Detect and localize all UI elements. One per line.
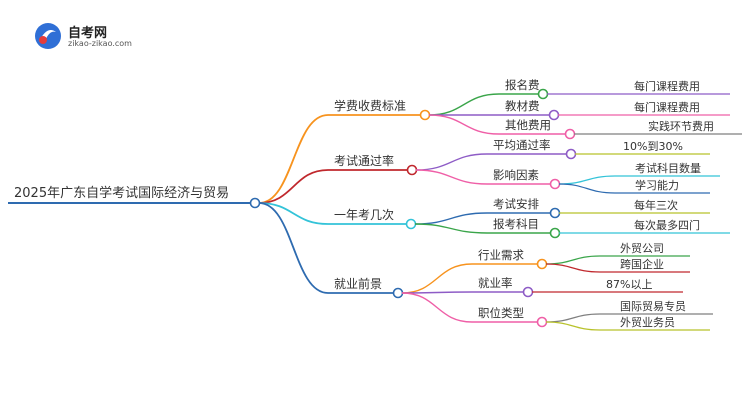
leaf-label: 每门课程费用 [634, 79, 700, 93]
leaf-label: 每次最多四门 [634, 218, 700, 232]
child-label: 行业需求 [478, 248, 524, 262]
branch-node [405, 218, 417, 230]
leaf-label: 跨国企业 [620, 257, 664, 271]
child-node [536, 258, 548, 270]
child-label: 教材费 [505, 99, 540, 113]
child-connector [428, 114, 500, 135]
leaf-label: 学习能力 [635, 178, 679, 192]
child-label: 报名费 [505, 78, 540, 92]
leaf-label: 考试科目数量 [635, 161, 701, 175]
child-connector [401, 263, 473, 294]
child-connector [401, 291, 473, 294]
child-node [536, 316, 548, 328]
branch-node [419, 109, 431, 121]
root-topic: 2025年广东自学考试国际经济与贸易 [14, 185, 229, 201]
child-label: 影响因素 [493, 168, 539, 182]
child-node [549, 207, 561, 219]
leaf-connector [545, 263, 601, 273]
child-connector [414, 223, 488, 234]
child-label: 就业率 [478, 276, 513, 290]
leaf-label: 每门课程费用 [634, 100, 700, 114]
brand-name: 自考网 [68, 26, 108, 41]
leaf-connector [558, 183, 616, 194]
child-node [564, 128, 576, 140]
branch-connector [258, 202, 329, 225]
child-node [522, 286, 534, 298]
leaf-connector [558, 175, 616, 185]
brand-url: zikao-zikao.com [68, 39, 132, 48]
leaf-label: 外贸公司 [620, 242, 664, 255]
child-node [565, 148, 577, 160]
root-node [249, 197, 261, 209]
leaf-label: 87%以上 [606, 278, 652, 291]
branch-node [392, 287, 404, 299]
logo-mark-icon [35, 23, 61, 49]
child-label: 其他费用 [505, 118, 551, 132]
branch-label: 就业前景 [334, 276, 382, 291]
branch-label: 考试通过率 [334, 153, 394, 168]
child-connector [401, 292, 473, 323]
leaf-connector [545, 255, 601, 265]
leaf-connector [545, 321, 601, 331]
leaf-connector [545, 313, 601, 323]
leaf-label: 外贸业务员 [620, 316, 675, 329]
brand-logo: 自考网 zikao-zikao.com [32, 20, 142, 54]
child-node [549, 178, 561, 190]
child-node [537, 88, 549, 100]
child-connector [415, 169, 488, 185]
child-connector [428, 93, 500, 116]
branch-connector [258, 114, 329, 204]
child-connector [414, 212, 488, 225]
branch-connector [258, 202, 329, 294]
branch-label: 学费收费标准 [334, 98, 406, 113]
child-connector [415, 153, 488, 171]
branch-node [406, 164, 418, 176]
branch-connector [258, 169, 329, 204]
child-label: 职位类型 [478, 306, 524, 320]
child-node [549, 227, 561, 239]
leaf-label: 每年三次 [634, 198, 678, 212]
branch-label: 一年考几次 [334, 208, 394, 222]
leaf-label: 国际贸易专员 [620, 299, 686, 313]
leaf-label: 10%到30% [623, 140, 683, 153]
leaf-label: 实践环节费用 [648, 119, 714, 133]
child-label: 平均通过率 [493, 138, 551, 152]
child-label: 报考科目 [493, 217, 539, 231]
child-label: 考试安排 [493, 197, 539, 211]
